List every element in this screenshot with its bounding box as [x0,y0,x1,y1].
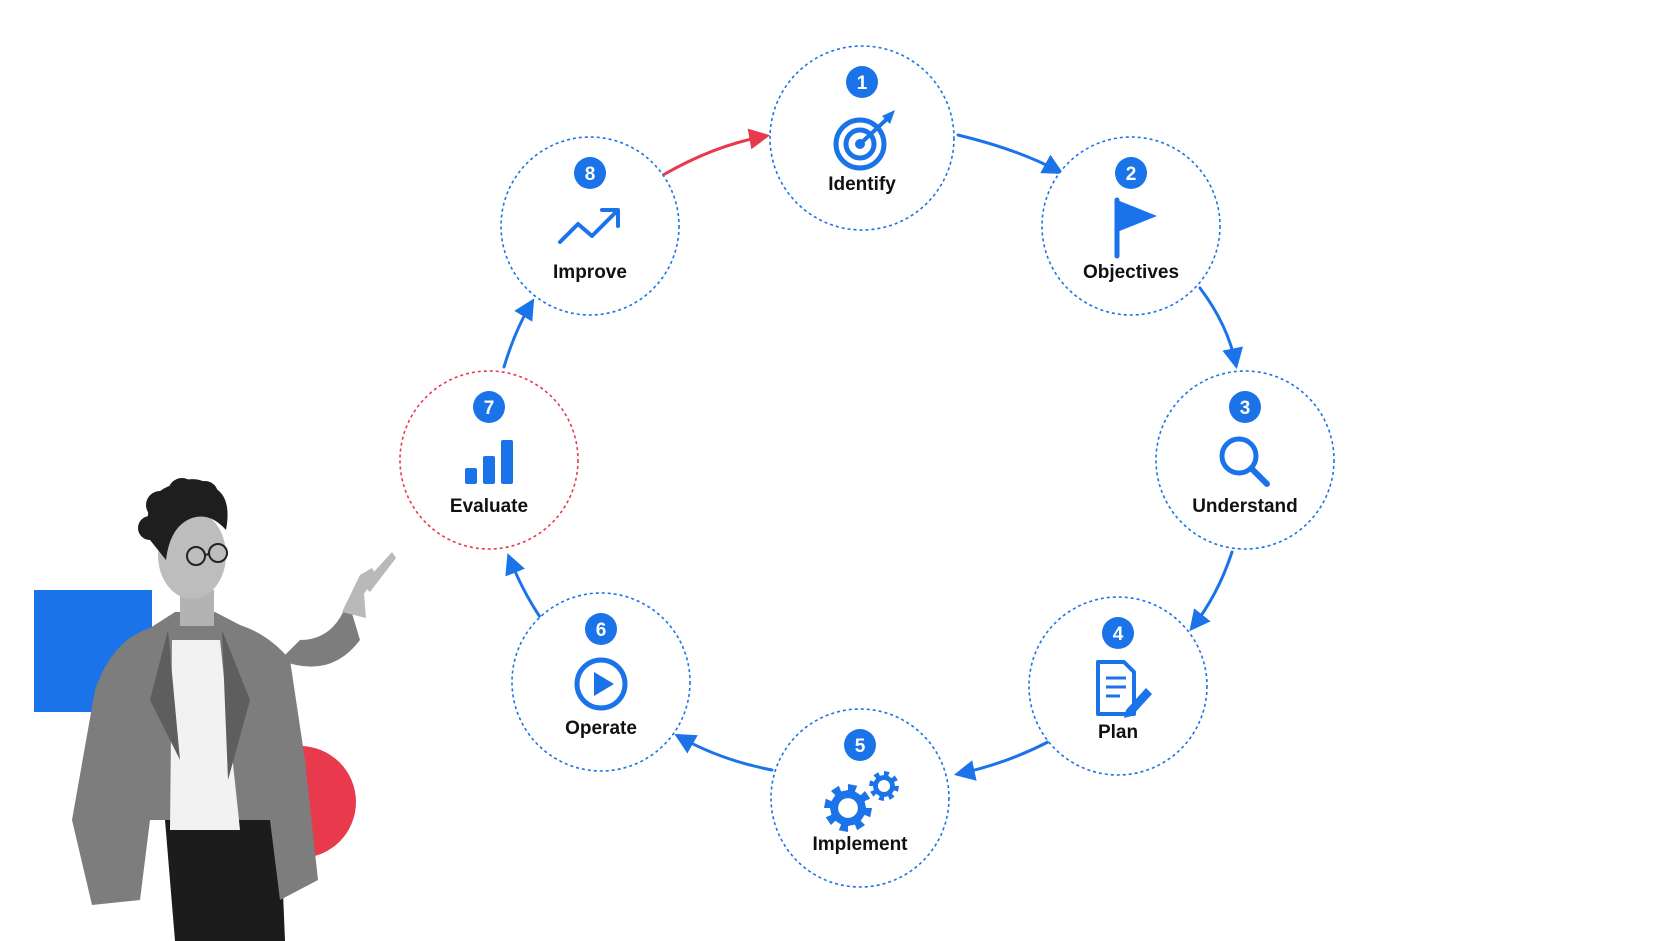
step-number-badge [585,613,617,645]
play-circle-icon [574,657,628,711]
step-number: 3 [1240,398,1251,419]
step-number: 4 [1113,624,1124,645]
presenter-figure [72,478,396,941]
step-number-badge [844,729,876,761]
trend-up-icon [558,208,620,244]
step-number-badge [473,391,505,423]
target-arrow-icon [833,110,895,171]
step-circle [500,136,680,316]
gears-icon [824,771,899,832]
step-label: Understand [1192,496,1298,517]
step-number: 5 [855,736,866,757]
step-label: Plan [1098,722,1138,743]
step-number: 1 [857,73,868,94]
step-label: Objectives [1083,262,1179,283]
flag-icon [1114,197,1157,259]
arrow-8-1 [661,128,771,177]
magnifier-icon [1219,436,1270,487]
step-label: Evaluate [450,496,528,517]
step-number-badge [574,157,606,189]
step-label: Operate [565,718,637,739]
arrow-3-4 [1189,550,1234,632]
step-number-badge [1229,391,1261,423]
connectors [502,128,1243,781]
step-number: 8 [585,164,596,185]
step-number-badge [1102,617,1134,649]
step-circle [769,45,955,231]
step-number: 7 [484,398,495,419]
arrow-5-6 [674,733,774,772]
arrow-7-8 [502,298,535,369]
step-number-badge [846,66,878,98]
arrow-4-5 [953,740,1050,781]
arrow-2-3 [1198,286,1243,370]
step-number-badge [1115,157,1147,189]
presenter-illustration [34,478,396,941]
step-number: 6 [596,620,607,641]
bar-chart-icon [465,440,513,484]
step-number: 2 [1126,164,1137,185]
arrow-1-2 [956,133,1064,175]
document-pencil-icon [1096,660,1152,718]
step-label: Implement [812,834,908,855]
step-circle [1155,370,1335,550]
step-label: Identify [828,174,896,195]
arrow-6-7 [505,553,542,619]
step-label: Improve [553,262,627,283]
